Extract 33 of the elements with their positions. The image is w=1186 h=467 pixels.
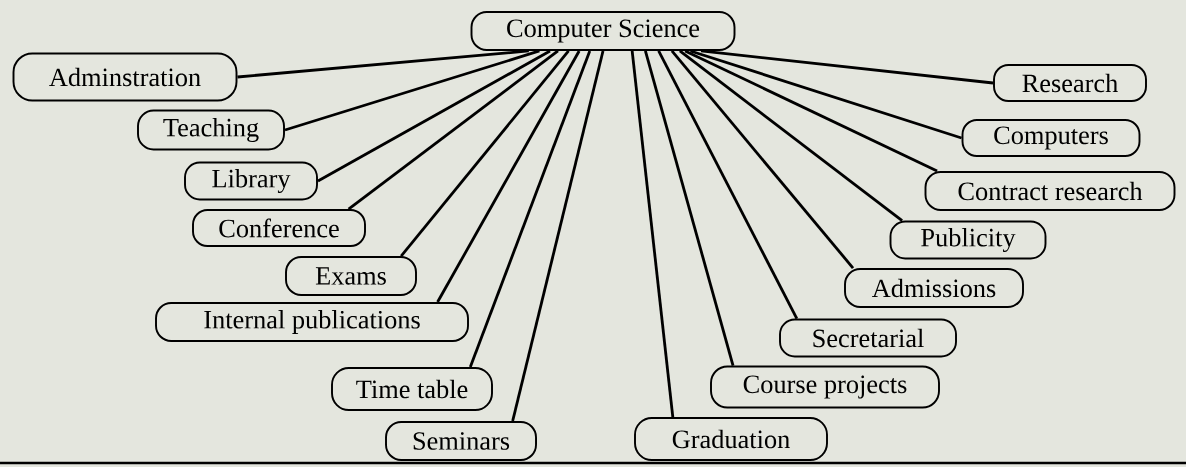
topic-box: Publicity (889, 220, 1047, 260)
connector-line (436, 50, 581, 303)
topic-box: Secretarial (779, 318, 957, 358)
topic-box: Time table (331, 367, 493, 411)
topic-box: Conference (192, 209, 366, 247)
connector-line (630, 50, 675, 418)
connector-line (284, 49, 540, 132)
topic-box: Teaching (137, 109, 285, 151)
connector-line (347, 49, 559, 211)
connector-line (469, 50, 592, 368)
topic-box: Exams (285, 256, 417, 296)
topic-box: Library (184, 161, 318, 201)
topic-box: Graduation (634, 417, 828, 461)
connector-line (511, 50, 605, 422)
connector-line (644, 50, 735, 366)
connector-line (317, 49, 551, 183)
topic-box: Admissions (844, 268, 1024, 308)
topic-box: Seminars (385, 421, 537, 461)
topic-box: Contract research (924, 171, 1176, 211)
connector-line (237, 49, 529, 79)
connector-line (400, 50, 570, 257)
connector-line (684, 49, 938, 173)
topic-box: Computers (961, 119, 1141, 157)
connector-line (690, 49, 962, 140)
connector-line (700, 49, 994, 85)
topic-box: Research (993, 64, 1147, 102)
topic-box: Adminstration (12, 52, 238, 102)
connector-line (657, 50, 799, 320)
topic-box: Computer Science (470, 11, 736, 51)
topic-box: Internal publications (155, 302, 469, 342)
topic-box: Course projects (710, 365, 940, 409)
connector-line (679, 49, 903, 222)
connector-line (670, 50, 855, 269)
